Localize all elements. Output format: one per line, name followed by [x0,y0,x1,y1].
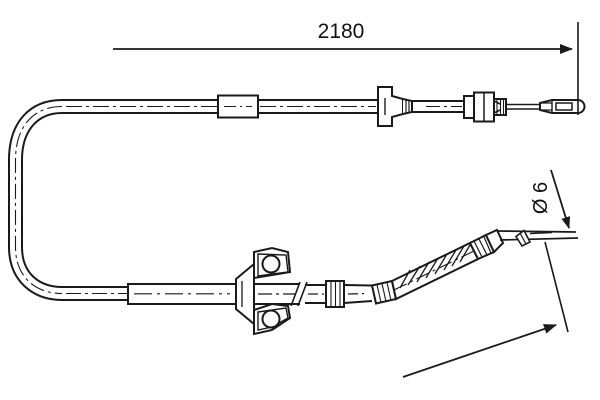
lower-cable-sheath-2 [305,284,373,304]
cable-u-bend-loop [8,99,63,301]
overall-length-label: 2180 [318,20,365,43]
lower-guide-sleeve [127,283,237,305]
rubber-grommet-bellows [377,86,424,127]
mounting-bracket [235,246,300,336]
coil-spring-section [390,241,480,301]
upper-cable-sheath [62,99,464,114]
cable-end-eyelet [539,99,586,114]
overall-length-dimension [113,22,579,115]
threaded-connector-block [463,91,540,123]
cable-diameter-label: Ø 6 [530,182,552,214]
cable-diameter-dimension [550,169,571,229]
free-end-dimension [402,241,569,378]
small-ferrule [325,280,345,308]
lower-cable-sheath [62,286,128,301]
cable-ferrule-sleeve [217,94,259,119]
lower-end-fitting [468,228,579,261]
